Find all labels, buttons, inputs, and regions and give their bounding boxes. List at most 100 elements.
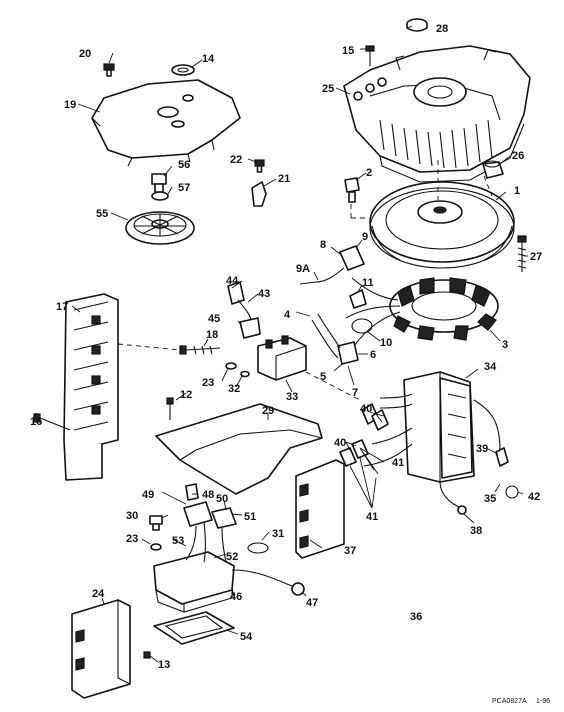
callout-53: 53 [172,535,184,547]
callout-26: 26 [512,150,524,162]
callout-47: 47 [306,597,318,609]
callout-8: 8 [320,239,326,251]
callout-36: 36 [410,611,422,623]
callout-27: 27 [530,251,542,263]
stator-leads [345,277,401,347]
clip-21 [251,181,267,207]
bracket-37 [295,459,345,559]
callout-33: 33 [286,391,298,403]
callout-32: 32 [228,383,240,395]
callout-5: 5 [320,371,326,383]
callout-31: 31 [272,528,284,540]
flywheel-1 [369,160,515,269]
connector-9 [299,245,365,285]
bracket-11 [349,289,367,309]
callout-21: 21 [278,173,290,185]
callout-37: 37 [344,545,356,557]
plug-28 [406,18,428,32]
callout-12: 12 [180,389,192,401]
callout-56: 56 [178,159,190,171]
callout-49: 49 [142,489,154,501]
screw-16 [33,413,71,431]
callout-17: 17 [56,301,68,313]
callout-15: 15 [342,45,354,57]
revision-code: 1-96 [536,698,550,705]
callout-44: 44 [226,275,239,287]
callout-41-lower: 41 [366,511,378,523]
callout-18: 18 [206,329,218,341]
callout-35: 35 [484,493,496,505]
washer-23-lower [150,543,162,551]
washer-23-upper [225,362,237,370]
callout-9a: 9A [296,263,310,275]
callout-6: 6 [370,349,376,361]
callout-48: 48 [202,489,214,501]
callout-54: 54 [240,631,253,643]
callout-38: 38 [470,525,482,537]
callout-55: 55 [96,208,108,220]
washer-57 [151,191,169,201]
callout-45: 45 [208,313,220,325]
callout-30: 30 [126,510,138,522]
cover-17 [63,293,119,481]
timer-base-plate [91,79,241,167]
callout-57: 57 [178,182,190,194]
terminal-block-6 [311,313,359,365]
callout-10: 10 [380,337,392,349]
clamp-31 [247,542,269,554]
screw-13 [143,651,151,659]
flywheel-housing-25 [343,45,531,183]
callout-9: 9 [362,231,368,243]
screw-18 [179,345,221,355]
callout-43: 43 [258,288,270,300]
callout-4: 4 [284,309,291,321]
callout-1: 1 [514,185,520,197]
callout-25: 25 [322,83,334,95]
callout-23-lower: 23 [126,533,138,545]
ground-lead-38 [457,505,467,515]
washer-32 [240,370,250,378]
callout-50: 50 [216,493,228,505]
callout-41-upper: 41 [392,457,404,469]
clamp-42 [505,485,519,499]
screw-12 [166,397,174,420]
terminal-39 [495,447,509,467]
ignition-coil-33 [257,335,307,381]
callout-22: 22 [230,154,242,166]
callout-51: 51 [244,511,256,523]
callout-34: 34 [484,361,497,373]
connector-50-51 [211,507,237,529]
washer-14 [171,64,195,76]
clip-48 [185,483,199,501]
spark-plug-lead [227,281,261,339]
screw-20 [103,63,115,77]
callout-42: 42 [528,491,540,503]
callout-7: 7 [352,387,358,399]
callout-23-upper: 23 [202,377,214,389]
bolt-56 [151,173,167,193]
callout-40-lower: 40 [334,437,346,449]
callout-46: 46 [230,591,242,603]
callout-3: 3 [502,339,508,351]
nut-26 [482,160,504,179]
callout-16: 16 [30,416,42,428]
ground-lead-47 [291,582,305,596]
clamp-10 [351,318,373,334]
callout-14: 14 [202,53,215,65]
callout-13: 13 [158,659,170,671]
callout-52: 52 [226,551,238,563]
bracket-24 [71,599,131,699]
gasket-54 [153,611,235,645]
stator-3 [389,277,499,341]
callout-20: 20 [79,48,91,60]
callout-2: 2 [366,167,372,179]
connector-49 [183,501,213,527]
callout-24: 24 [92,588,105,600]
callout-28: 28 [436,23,448,35]
mounting-plate-29 [155,403,323,495]
figure-code: PCA0827A [492,698,527,705]
screw-15 [365,45,375,66]
screw-22 [254,159,265,173]
power-pack-34 [363,371,501,509]
